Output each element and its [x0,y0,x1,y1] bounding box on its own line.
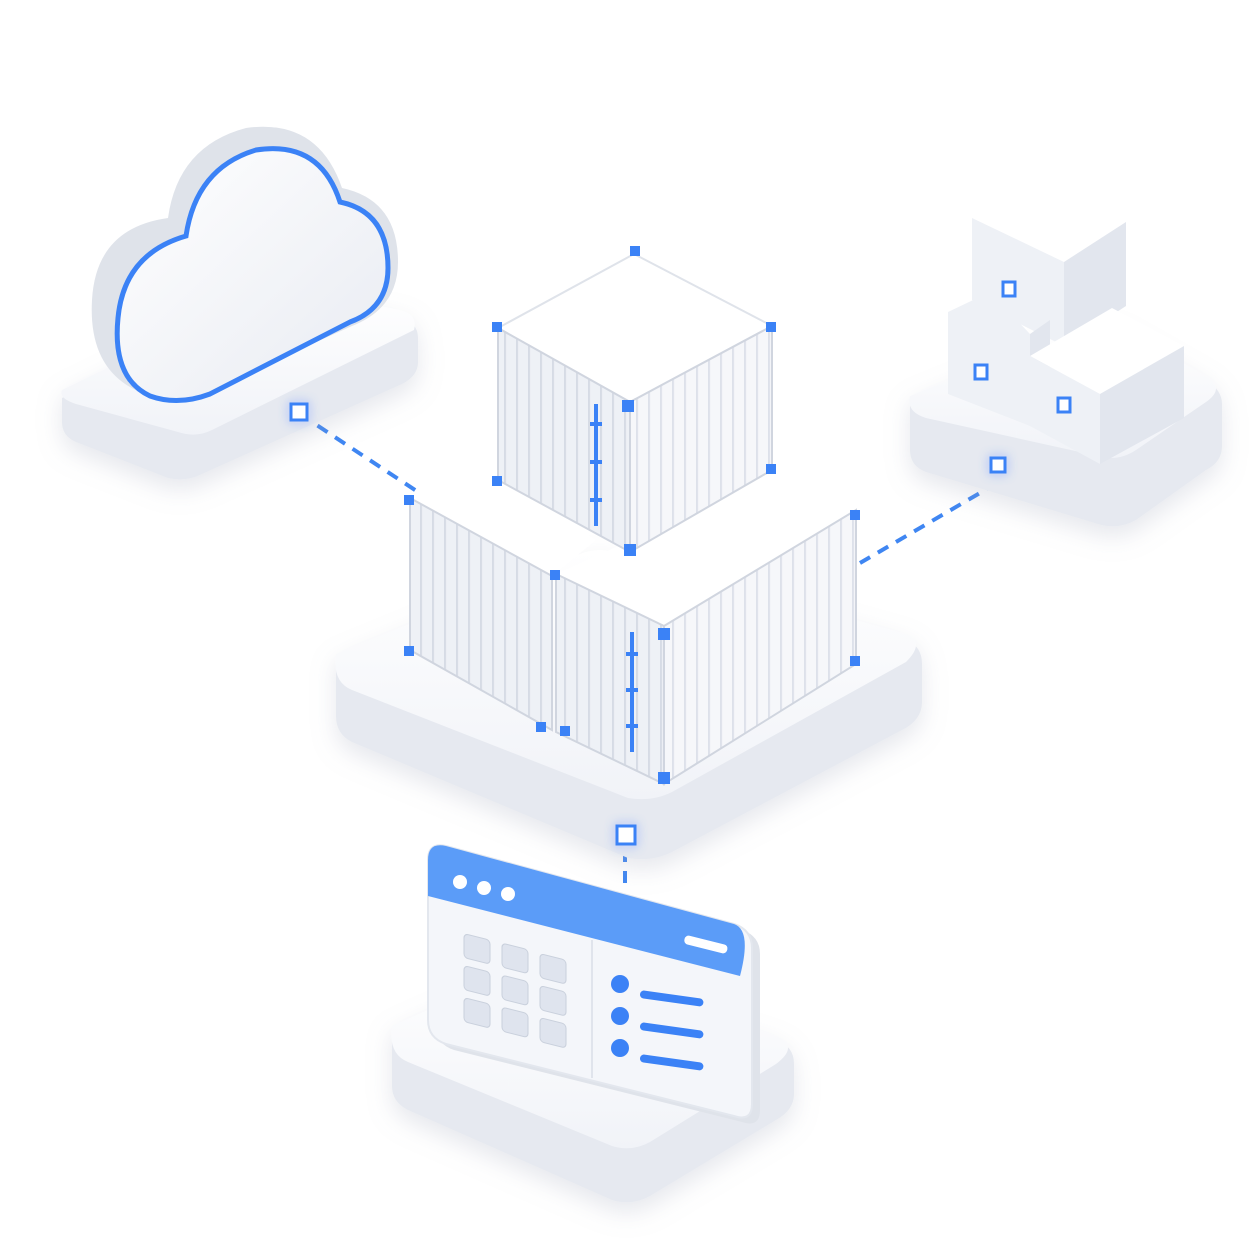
link-cloud-to-containers [298,412,420,494]
containers-port-icon [615,824,637,846]
browser-window-icon [427,844,760,1124]
shipping-container-top [492,246,776,556]
cube-right-port-icon [1056,396,1072,414]
cloud-icon [91,126,398,403]
cloud-port-icon [289,402,309,422]
list-line-2 [639,1022,704,1039]
list-bullet-1 [611,975,629,993]
shipping-container-left [404,466,596,732]
dashboard-node [391,844,794,1203]
window-dot-1 [453,875,467,889]
window-list-rows [611,975,704,1071]
blocks-node [909,178,1222,527]
container-latch-right [626,632,638,752]
cube-right [1030,308,1184,464]
list-bullet-2 [611,1007,629,1025]
window-grid-tiles [463,934,567,1048]
containers-node [335,246,922,860]
container-latch-top [590,404,602,526]
list-line-3 [639,1054,704,1071]
list-bullet-3 [611,1039,629,1057]
cube-top-port-icon [1001,280,1017,298]
window-title-pill [684,935,728,954]
link-blocks-to-containers [858,481,999,565]
shipping-container-right [550,478,860,786]
cloud-node [61,126,418,480]
window-title-bar [428,845,745,976]
blocks-port-icon [989,456,1007,474]
cube-left-port-icon [973,363,989,381]
list-line-1 [639,990,704,1007]
window-dot-2 [477,881,491,895]
window-dot-3 [501,887,515,901]
